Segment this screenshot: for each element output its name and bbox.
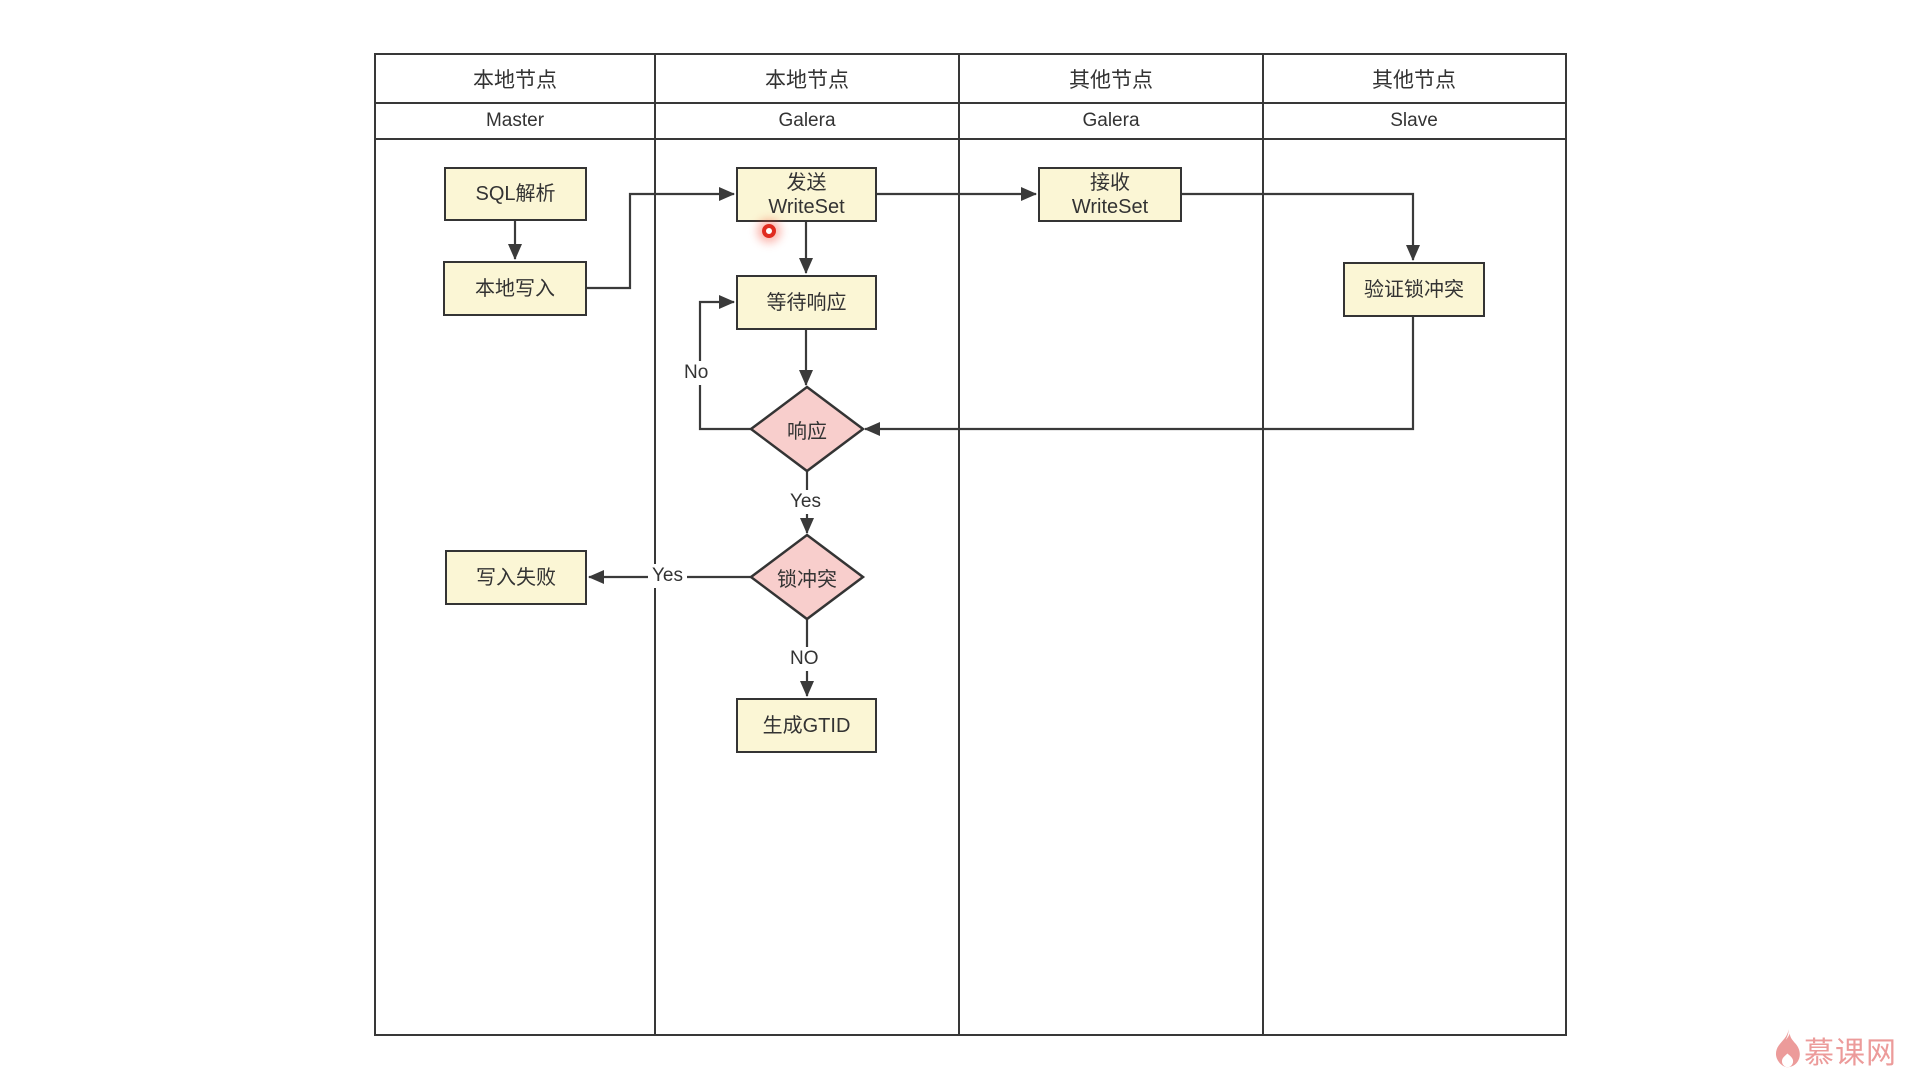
flame-icon (1775, 1029, 1800, 1068)
edge-label-text: NO (790, 648, 819, 669)
edge-label-text: Yes (652, 565, 683, 586)
node-lockconflict-label: 锁冲突 (751, 535, 863, 619)
node-verify-lock: 验证锁冲突 (1343, 262, 1485, 317)
node-label: SQL解析 (475, 183, 556, 205)
node-write-fail: 写入失败 (445, 550, 587, 605)
edge-label-yes-response: Yes (786, 490, 825, 514)
edge-label-no-conflict: NO (786, 647, 823, 671)
lane-name-label: Galera (1082, 110, 1140, 131)
lane-name-label: Galera (778, 110, 836, 131)
lane-group-label: 本地节点 (765, 68, 849, 92)
edge-label-text: Yes (790, 491, 821, 512)
click-indicator-dot (762, 224, 776, 238)
node-label: 锁冲突 (777, 568, 837, 591)
lane-divider-3 (1262, 55, 1264, 1034)
edge-label-text: No (684, 362, 709, 383)
node-local-write: 本地写入 (443, 261, 587, 316)
node-label: 本地写入 (475, 277, 555, 300)
lane-name-label: Master (485, 110, 545, 131)
node-wait-response: 等待响应 (736, 275, 877, 330)
node-sql-parse: SQL解析 (444, 167, 587, 221)
node-label: 生成GTID (762, 714, 851, 737)
lane-group-label: 其他节点 (1372, 68, 1456, 92)
lane-group-label: 其他节点 (1069, 68, 1153, 92)
node-label: 写入失败 (476, 566, 556, 589)
node-label: 接收 WriteSet (1071, 171, 1149, 218)
lane-divider-2 (958, 55, 960, 1034)
node-label: 等待响应 (766, 291, 847, 314)
lane-header-name-4: Slave (1264, 104, 1564, 138)
imooc-brand-text: 慕课网 (1804, 1037, 1897, 1070)
lane-group-label: 本地节点 (473, 68, 557, 92)
imooc-logo: 慕课网 (1772, 1028, 1897, 1072)
header-row-divider (376, 102, 1565, 104)
lane-header-name-3: Galera (960, 104, 1262, 138)
lane-divider-1 (654, 55, 656, 1034)
node-send-writeset: 发送 WriteSet (736, 167, 877, 222)
edge-label-yes-conflict: Yes (648, 564, 687, 588)
lane-name-label: Slave (1390, 110, 1438, 131)
lane-header-group-3: 其他节点 (960, 55, 1262, 102)
lane-header-group-4: 其他节点 (1264, 55, 1564, 102)
lane-header-group-2: 本地节点 (656, 55, 958, 102)
lane-header-name-1: Master (376, 104, 654, 138)
node-response-label: 响应 (751, 387, 863, 471)
node-gen-gtid: 生成GTID (736, 698, 877, 753)
node-recv-writeset: 接收 WriteSet (1038, 167, 1182, 222)
edge-label-no: No (680, 361, 713, 385)
node-label: 验证锁冲突 (1364, 278, 1464, 301)
lane-header-name-2: Galera (656, 104, 958, 138)
header-bottom-border (376, 138, 1565, 140)
node-label: 响应 (787, 420, 827, 443)
lane-header-group-1: 本地节点 (376, 55, 654, 102)
node-label: 发送 WriteSet (768, 171, 845, 218)
